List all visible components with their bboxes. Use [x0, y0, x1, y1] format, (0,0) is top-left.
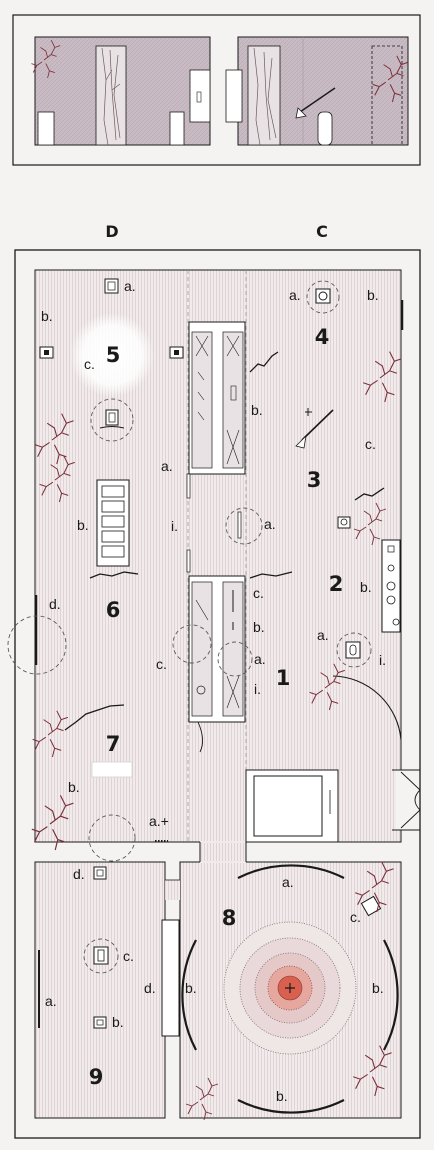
room-5-highlight	[70, 313, 154, 397]
label-9a: a.	[45, 993, 57, 1009]
section-tree-panel-left	[95, 45, 127, 146]
label-3c: c.	[365, 436, 376, 452]
label-8b-right: b.	[372, 980, 384, 996]
section-tree-panel-right	[247, 45, 281, 146]
label-3b: b.	[251, 402, 263, 418]
label-5c: c.	[84, 356, 95, 372]
section-elevation	[12, 14, 421, 166]
label-6a: a.	[161, 458, 173, 474]
label-9d: d.	[73, 866, 85, 882]
label-2a: a.	[317, 627, 329, 643]
label-6c: c.	[156, 656, 167, 672]
label-5a: a.	[124, 278, 136, 294]
column-label-d: D	[105, 222, 118, 241]
label-7b: b.	[68, 779, 80, 795]
passage-to-8	[200, 842, 246, 862]
label-5b: b.	[41, 308, 53, 324]
label-6b: b.	[77, 517, 89, 533]
label-1c: c.	[253, 585, 264, 601]
label-1a-center: a.	[264, 516, 276, 532]
label-8a: a.	[282, 874, 294, 890]
crack-lines	[64, 351, 385, 731]
label-6i: i.	[171, 518, 178, 534]
room-number-5: 5	[106, 343, 121, 367]
section-door-left	[189, 69, 211, 123]
label-8b-left: b.	[185, 980, 197, 996]
room-number-3: 3	[307, 468, 322, 492]
room-8-installation	[181, 864, 399, 1114]
room-number-8: 8	[222, 906, 237, 930]
label-1i: i.	[254, 681, 261, 697]
label-4b: b.	[367, 287, 379, 303]
section-frame	[12, 14, 421, 166]
label-9c: c.	[123, 948, 134, 964]
label-2b: b.	[360, 579, 372, 595]
room-number-4: 4	[315, 325, 330, 349]
label-4a: a.	[289, 287, 301, 303]
section-seat-right	[317, 111, 333, 146]
section-lamp	[299, 87, 336, 113]
section-bench-left	[37, 111, 55, 146]
room-9-partition	[161, 919, 180, 1037]
central-vitrines	[188, 321, 246, 753]
lift	[245, 769, 339, 843]
column-label-c: C	[316, 222, 328, 241]
label-8b-bottom: b.	[276, 1088, 288, 1104]
label-1a: a.	[254, 651, 266, 667]
dashed-zones	[7, 280, 372, 974]
room-number-1: 1	[276, 666, 291, 690]
room-7-bench	[91, 761, 133, 778]
section-dashed-panel	[371, 45, 403, 146]
section-door-right	[225, 69, 243, 123]
room-3-lamp	[301, 409, 334, 441]
label-6d: d.	[49, 596, 61, 612]
room-2-case	[381, 539, 401, 633]
entrance-doors	[400, 771, 421, 829]
object-labels: a. b. c. a. b. b. c. a. b. i. a. b. d. c…	[41, 278, 386, 1104]
label-9b: b.	[112, 1014, 124, 1030]
pedestals	[38, 278, 401, 1037]
section-bench-mid	[169, 111, 185, 146]
room-number-6: 6	[106, 598, 121, 622]
label-2i: i.	[379, 652, 386, 668]
room-number-7: 7	[106, 732, 121, 756]
label-1b: b.	[253, 619, 265, 635]
room-number-9: 9	[89, 1065, 104, 1089]
label-8c: c.	[350, 909, 361, 925]
label-9d-wall: d.	[144, 980, 156, 996]
room-number-2: 2	[329, 572, 344, 596]
label-7a: a.+	[149, 813, 169, 829]
